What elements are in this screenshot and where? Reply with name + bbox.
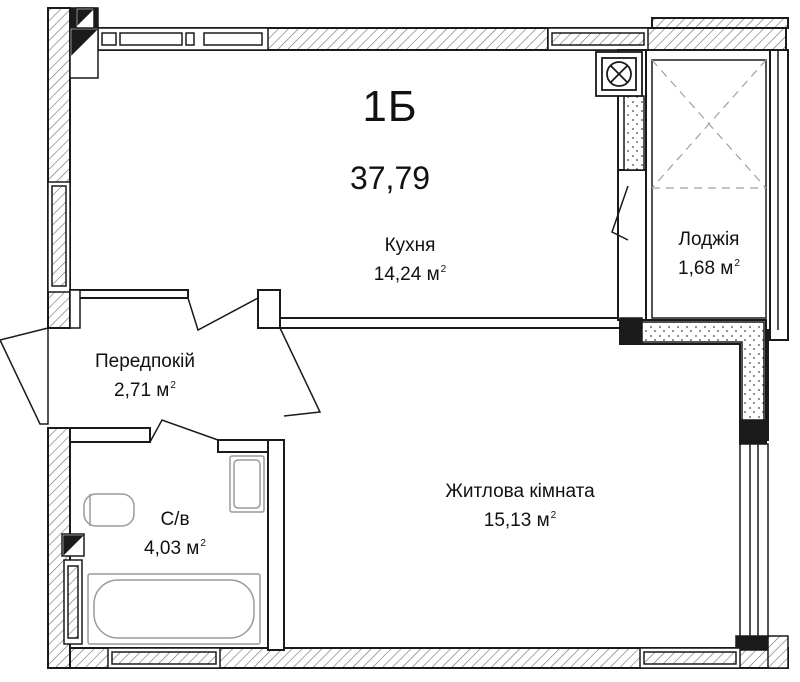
room-living: Житлова кімната 15,13 м2 bbox=[400, 480, 640, 533]
left-columns bbox=[69, 7, 99, 79]
bath-fixtures bbox=[83, 455, 265, 645]
living-window bbox=[735, 443, 789, 669]
room-kitchen-area: 14,24 м2 bbox=[373, 264, 447, 285]
room-hallway: Передпокій 2,71 м2 bbox=[70, 350, 220, 403]
room-loggia: Лоджія 1,68 м2 bbox=[652, 228, 766, 281]
room-bathroom: С/в 4,03 м2 bbox=[120, 508, 230, 561]
hall-partitions bbox=[69, 289, 81, 329]
room-loggia-area: 1,68 м2 bbox=[678, 258, 740, 279]
room-bathroom-name: С/в bbox=[160, 509, 190, 530]
apartment-code: 1Б bbox=[362, 82, 418, 131]
bath-riser bbox=[61, 533, 85, 645]
room-hallway-area: 2,71 м2 bbox=[114, 380, 176, 401]
room-kitchen: Кухня 14,24 м2 bbox=[340, 234, 480, 287]
bottom-windows bbox=[107, 647, 741, 669]
apartment-total-area: 37,79 bbox=[349, 160, 431, 196]
doors bbox=[0, 185, 629, 443]
top-windows bbox=[97, 27, 649, 51]
room-kitchen-name: Кухня bbox=[384, 235, 436, 256]
room-loggia-name: Лоджія bbox=[678, 229, 740, 250]
room-living-area: 15,13 м2 bbox=[483, 510, 557, 531]
loggia-wall bbox=[619, 95, 767, 445]
vent-shaft bbox=[595, 51, 643, 97]
left-window bbox=[47, 181, 71, 293]
room-living-name: Житлова кімната bbox=[445, 481, 595, 502]
loggia-frame bbox=[651, 50, 779, 330]
loggia-dashed bbox=[651, 59, 767, 189]
room-bathroom-area: 4,03 м2 bbox=[144, 538, 206, 559]
room-hallway-name: Передпокій bbox=[94, 351, 196, 372]
